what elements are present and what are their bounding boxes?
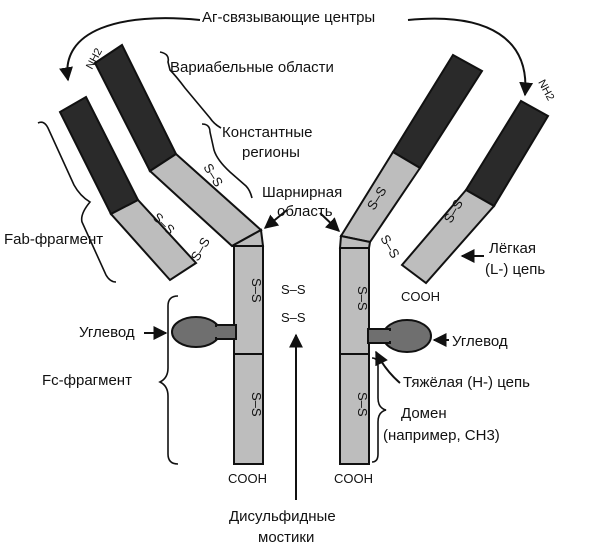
right-carbohydrate	[367, 319, 432, 353]
ss-bond-left-ch2: S–S	[249, 278, 264, 303]
right-heavy-variable-domain	[391, 53, 484, 170]
ss-bond-hinge-2: S–S	[281, 310, 306, 325]
ss-bond-left-interchain: S–S	[188, 234, 213, 263]
right-light-variable-domain	[464, 99, 550, 208]
nh2-right: NH2	[535, 78, 556, 103]
arrow-hinge-right	[319, 212, 341, 232]
label-antigen-binding-sites: Аг-связывающие центры	[202, 9, 375, 26]
ss-bond-left-ch3: S–S	[249, 392, 264, 417]
label-variable-regions: Вариабельные области	[170, 59, 334, 76]
arrow-antigen-site-right	[407, 17, 534, 97]
label-fab-fragment: Fab-фрагмент	[4, 231, 103, 248]
label-carbohydrate-right: Углевод	[452, 333, 508, 350]
ss-bond-right-interchain: S–S	[377, 232, 402, 261]
right-heavy-chain-stem	[338, 234, 372, 465]
cooh-left-heavy: COOH	[228, 471, 267, 486]
cooh-right-heavy: COOH	[334, 471, 373, 486]
left-light-chain	[58, 95, 198, 282]
ss-bond-right-ch2: S–S	[355, 286, 370, 311]
brace-domain	[371, 357, 387, 463]
label-carbohydrate-left: Углевод	[79, 324, 135, 341]
brace-fc-fragment	[158, 295, 179, 465]
left-light-constant-domain	[109, 198, 198, 282]
cooh-right-light: COOH	[401, 289, 440, 304]
brace-fab-fragment	[37, 121, 117, 283]
ss-bond-hinge-1: S–S	[281, 282, 306, 297]
right-heavy-chain-arm	[339, 53, 484, 244]
label-constant-regions-2: регионы	[242, 144, 300, 161]
arrow-antigen-site-left	[59, 17, 201, 82]
ss-bond-right-ch3: S–S	[355, 392, 370, 417]
label-disulfide-1: Дисульфидные	[229, 508, 336, 525]
label-disulfide-2: мостики	[258, 529, 314, 546]
label-light-chain-1: Лёгкая	[489, 240, 536, 257]
right-light-constant-domain	[400, 188, 496, 285]
right-heavy-ch3-domain	[339, 353, 370, 465]
left-heavy-ch2-domain	[233, 245, 264, 355]
label-light-chain-2: (L-) цепь	[485, 261, 545, 278]
arrow-hinge-left	[263, 209, 288, 229]
left-carbohydrate	[171, 316, 237, 348]
label-hinge-2: область	[277, 203, 333, 220]
label-fc-fragment: Fc-фрагмент	[42, 372, 132, 389]
brace-constant-regions	[201, 123, 253, 199]
right-light-chain	[400, 99, 550, 285]
brace-variable-regions	[159, 51, 222, 129]
left-heavy-chain-stem	[231, 228, 265, 465]
left-heavy-chain-arm	[93, 43, 263, 248]
label-domain-2: (например, CH3)	[383, 427, 500, 444]
label-hinge-1: Шарнирная	[262, 184, 342, 201]
left-heavy-ch3-domain	[233, 353, 264, 465]
label-heavy-chain: Тяжёлая (H-) цепь	[403, 374, 530, 391]
arrow-heavy-chain	[375, 350, 401, 384]
label-constant-regions-1: Константные	[222, 124, 312, 141]
label-domain-1: Домен	[401, 405, 447, 422]
